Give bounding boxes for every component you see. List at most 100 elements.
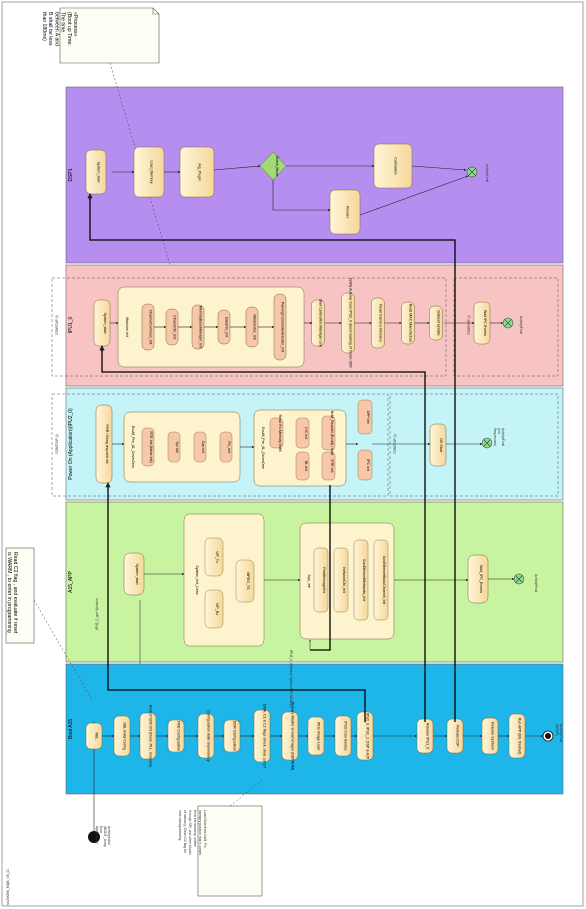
partition-startup-ipu-right bbox=[453, 277, 559, 377]
svg-text:System_start: System_start bbox=[103, 313, 107, 334]
ipu-module-list: ChannelCommon_Init ChainsCtrl_Init MemoryB… bbox=[141, 293, 287, 361]
svg-text:Render: Render bbox=[345, 206, 349, 219]
svg-text:NetworkCtrl_Init: NetworkCtrl_Init bbox=[342, 567, 346, 593]
dsp-system-start: System_start bbox=[85, 149, 107, 195]
lane-ipu1-label: IPU1_0 bbox=[68, 316, 74, 333]
dsp-load-memory: Load_Memory bbox=[133, 146, 165, 198]
lane-boot-label: Boot A15 bbox=[68, 719, 74, 740]
a15-release-label: IPU2_0_Release Spinlock(SYSBIOS) bbox=[289, 650, 293, 707]
svg-text:Wait IPC Events: Wait IPC Events bbox=[483, 310, 487, 336]
dsp-alg-plugin: Alg_Plugin bbox=[179, 146, 215, 198]
svg-text:Read Fix Memory NvM: Read Fix Memory NvM bbox=[278, 415, 282, 452]
svg-text:Read MAC Manufacture: Read MAC Manufacture bbox=[408, 304, 412, 343]
svg-text:IPU2 Image Load: IPU2 Image Load bbox=[316, 722, 320, 750]
ipu-wait-ipc: Wait IPC Events bbox=[473, 301, 491, 345]
lane-dsp-label: DSP1 bbox=[68, 168, 74, 181]
dsp-render: Render bbox=[329, 189, 361, 235]
power-driver-one: EcuM_Pre_AL_DriverOne Read Fix Memory Nv… bbox=[253, 409, 347, 487]
dsp-calibration: Calibration bbox=[373, 143, 413, 189]
svg-text:SwcEthernetBackChannel_Init: SwcEthernetBackChannel_Init bbox=[382, 556, 386, 605]
svg-text:Configuration static dependenc: Configuration static dependency bbox=[206, 710, 210, 762]
note-load-data: Load Data from NvM, Fix memory position … bbox=[178, 805, 263, 897]
svg-text:ChannelCommon_Init: ChannelCommon_Init bbox=[148, 310, 152, 345]
cross-lane-flows bbox=[87, 193, 456, 722]
ipu-module-0: ChannelCommon_Init bbox=[141, 303, 155, 351]
svg-text:POR / Bring required init: POR / Bring required init bbox=[105, 425, 109, 464]
lane-a15-label: A15_APP bbox=[68, 570, 74, 592]
svg-text:Notify Autosar Core IPU2_0 abo: Notify Autosar Core IPU2_0 about loading… bbox=[348, 278, 352, 368]
svg-text:Select_Mode: Select_Mode bbox=[275, 156, 279, 177]
svg-text:SBL Initial Config: SBL Initial Config bbox=[122, 722, 126, 749]
svg-text:DMA, C1 & C2 flags check, clea: DMA, C1 & C2 flags check, clear, jump? bbox=[262, 704, 266, 768]
ipu-module-3: DataInfo_Init bbox=[217, 309, 231, 345]
page-label: ss1WO96_MQB_V8_21 bbox=[6, 869, 10, 905]
svg-text:Start Calibration Manager Link: Start Calibration Manager Link bbox=[318, 299, 322, 348]
boot-node-4: Configuration static dependency bbox=[197, 710, 215, 762]
svg-text:ActivityFinal: ActivityFinal bbox=[485, 164, 489, 182]
a15-final-node: ActivityFinal bbox=[513, 573, 538, 592]
svg-text:EcuM_Pre_AL_DriverOne: EcuM_Pre_AL_DriverOne bbox=[261, 427, 265, 469]
svg-text:OS Start: OS Start bbox=[439, 438, 443, 452]
boot-initial-node: ActivityInitial (BOOT_Jump from Applicat… bbox=[88, 826, 111, 848]
svg-text:Calibration: Calibration bbox=[393, 157, 397, 174]
svg-text:System_Init_Links: System_Init_Links bbox=[195, 565, 199, 594]
svg-text:RTE Init (Mode Init): RTE Init (Mode Init) bbox=[149, 431, 153, 462]
svg-text:PAD Configuration: PAD Configuration bbox=[176, 721, 180, 751]
ipu-step-3: Read MAC Manufacture bbox=[401, 301, 415, 345]
ipu-module-2: MemoryBaseManager_Init bbox=[191, 304, 205, 350]
boot-node-11: Release IPU1_0 bbox=[416, 718, 434, 754]
svg-text:App_init: App_init bbox=[307, 575, 311, 588]
boot-node-13: Release Spinlock bbox=[481, 717, 499, 755]
svg-text:SwcEthernetMetadata_Init: SwcEthernetMetadata_Init bbox=[362, 559, 366, 601]
a15-app-init: App_init PdcMessageInit NetworkCtrl_Init… bbox=[299, 522, 395, 640]
boot-node-2: Rest of SOC Init (block, PLL, modules) bbox=[139, 705, 157, 767]
svg-text:EcuM_Pre_AL_DriverZero: EcuM_Pre_AL_DriverZero bbox=[131, 426, 135, 468]
ipu-system-start: System_start bbox=[93, 299, 111, 347]
boot-node-0: RBL bbox=[85, 722, 103, 750]
svg-text:ActivityFinal (Init: ActivityFinal (Init Sequences) bbox=[493, 428, 505, 447]
svg-text:Prepare Master to load Images: Prepare Master to load Images (EEPROM) bbox=[290, 702, 294, 770]
svg-text:ActivityFinal: ActivityFinal bbox=[534, 574, 538, 592]
svg-text:VIP_Rx: VIP_Rx bbox=[215, 603, 219, 615]
svg-text:APP Init: APP Init bbox=[366, 411, 370, 424]
svg-text:Fls_Init: Fls_Init bbox=[227, 441, 231, 453]
svg-text:MPEG_TS: MPEG_TS bbox=[246, 572, 250, 590]
svg-text:Release DSP: Release DSP bbox=[455, 725, 459, 747]
boot-final-node: ActivityFinal (BOOT) bbox=[542, 724, 563, 743]
flow-dsp-6 bbox=[411, 165, 467, 172]
svg-text:CIC Init: CIC Init bbox=[304, 427, 308, 439]
ipu-step-list: Start Calibration Manager Link Notify Aut… bbox=[311, 278, 443, 369]
svg-text:MemoryBaseManager_Init: MemoryBaseManager_Init bbox=[198, 306, 202, 348]
boot-node-5: DDR Configuration bbox=[223, 719, 241, 753]
svg-text:ChainsCtrl_Init: ChainsCtrl_Init bbox=[172, 315, 176, 339]
power-final-node: ActivityFinal (Init Sequences) bbox=[481, 428, 505, 449]
boot-node-6: DMA, C1 & C2 flags check, clear, jump? bbox=[253, 704, 271, 768]
boot-node-list: RBL SBL Initial Config Rest of SOC Init (b… bbox=[85, 702, 544, 770]
note-process-text: «Process» (Boot up Time: The time betwee… bbox=[41, 12, 78, 48]
svg-text:ActivityFinal (BOOT): ActivityFinal (BOOT) bbox=[555, 724, 563, 743]
svg-text:IPU2 Core Bootup: IPU2 Core Bootup bbox=[343, 721, 347, 750]
note-read-c2: Read C2 flag , and evaluate if reset is … bbox=[5, 547, 35, 644]
note-load-data-anchor bbox=[229, 779, 263, 807]
ipu-module-1: ChainsCtrl_Init bbox=[165, 308, 179, 346]
svg-text:STARTUP (I): STARTUP (I) bbox=[55, 315, 59, 335]
boot-node-14: Run APP (BIL finished) bbox=[508, 713, 526, 759]
power-os-start: OS Start bbox=[429, 423, 447, 467]
svg-text:Rest of SOC Init (block, PLL,: Rest of SOC Init (block, PLL, modules) bbox=[148, 705, 152, 767]
svg-text:PdcMessageInit: PdcMessageInit bbox=[322, 567, 326, 593]
boot-node-8: IPU2 Image Load bbox=[307, 716, 325, 756]
ipu-step-2: Read Camera Intrinsics bbox=[371, 297, 385, 349]
svg-text:Spi Init: Spi Init bbox=[175, 442, 179, 453]
svg-text:DDR Configuration: DDR Configuration bbox=[232, 721, 236, 751]
power-driver-zero: EcuM_Pre_AL_DriverZero RTE Init (Mode In… bbox=[123, 411, 241, 483]
svg-text:ActivityInitial (BOOT_Ju: ActivityInitial (BOOT_Jump from Applicat… bbox=[95, 826, 111, 848]
svg-text:RBL: RBL bbox=[94, 733, 98, 740]
svg-text:RTE Init: RTE Init bbox=[330, 460, 334, 473]
svg-text:ActivityFinal: ActivityFinal bbox=[519, 316, 523, 334]
dsp-final-node: ActivityFinal bbox=[466, 164, 489, 182]
svg-text:IPC Init: IPC Init bbox=[366, 459, 370, 471]
svg-text:Release Spinlock: Release Spinlock bbox=[490, 722, 494, 750]
power-app-init: APP Init bbox=[357, 399, 373, 435]
svg-text:System_start: System_start bbox=[135, 564, 139, 585]
